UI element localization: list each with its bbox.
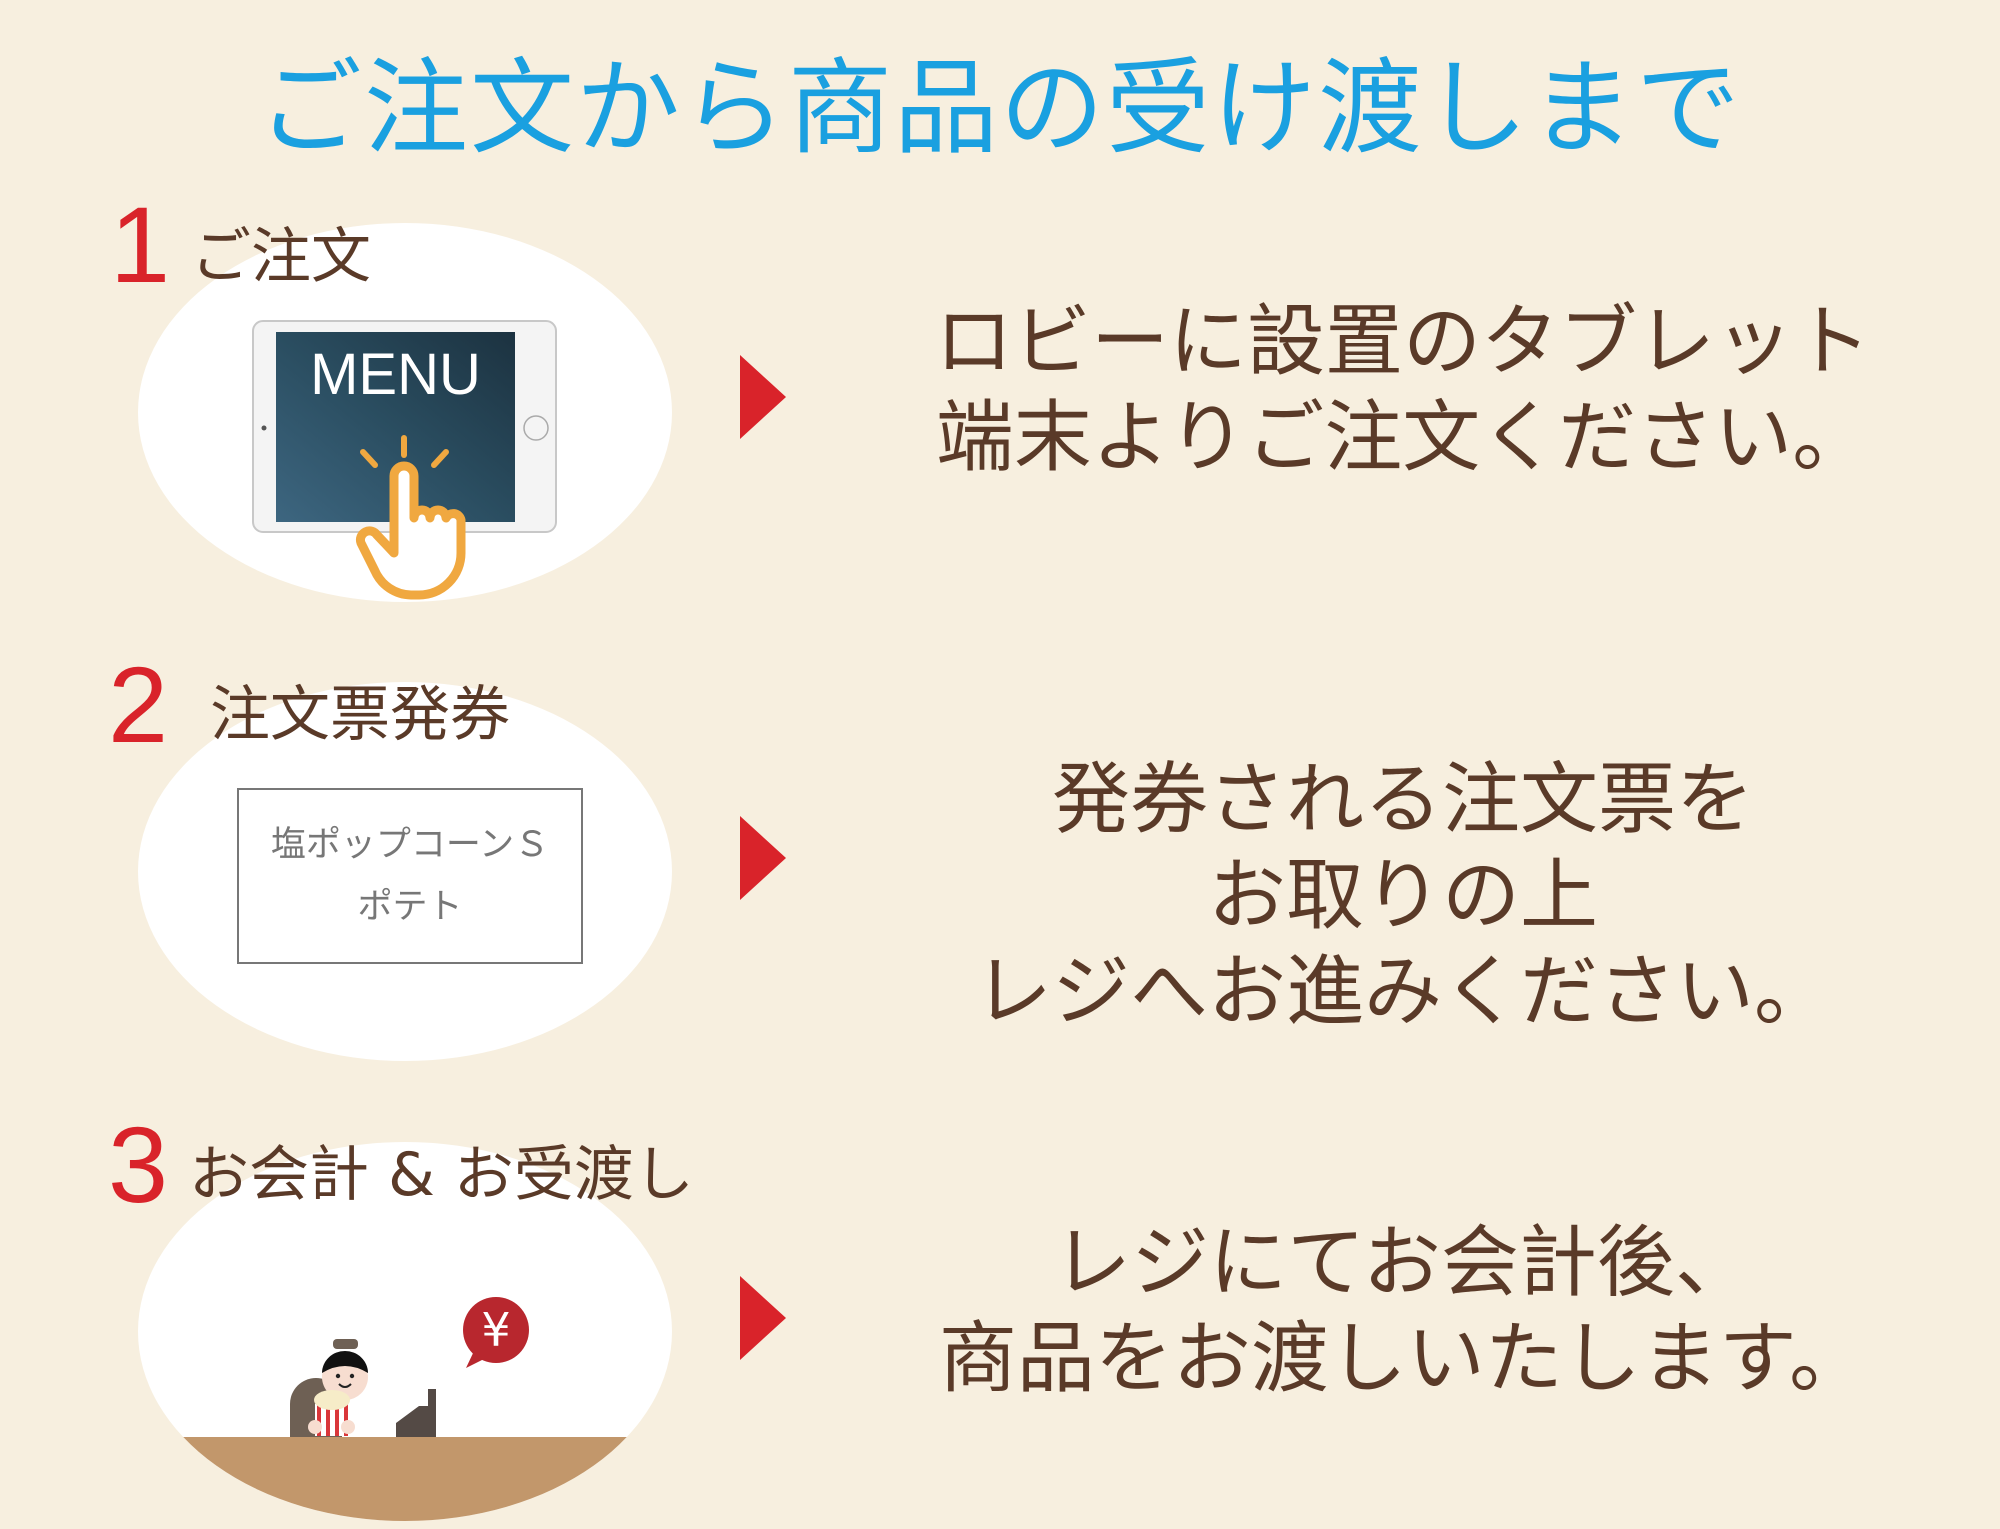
order-ticket: 塩ポップコーンＳ ポテト (237, 788, 583, 964)
cashier-cap (333, 1339, 358, 1349)
desc-line: 発券される注文票を (1051, 755, 1754, 845)
yen-bubble (463, 1297, 529, 1363)
cash-register-icon (396, 1389, 436, 1437)
ticket-line: ポテト (357, 887, 463, 927)
step1-illustration: MENU (138, 223, 672, 602)
pointing-hand-icon (355, 461, 466, 600)
step1-arrow-icon (740, 355, 786, 439)
desc-line: レジへお進みください。 (973, 947, 1832, 1037)
step3-number: 3 (108, 1104, 169, 1225)
step1-description: ロビーに設置のタブレット 端末よりご注文ください。 (853, 294, 1953, 486)
cashier-hair (322, 1351, 368, 1373)
popcorn (314, 1390, 350, 1410)
camera-dot (261, 425, 267, 431)
yen-icon: ¥ (481, 1303, 511, 1357)
home-button (523, 415, 549, 441)
desc-line: ロビーに設置のタブレット (934, 297, 1871, 387)
smile (338, 1383, 352, 1388)
step1-label: ご注文 (191, 222, 371, 292)
step2-description: 発券される注文票を お取りの上 レジへお進みください。 (853, 752, 1953, 1040)
desc-line: レジにてお会計後、 (1053, 1218, 1753, 1308)
desc-line: 商品をお渡しいたします。 (938, 1314, 1868, 1404)
step2-arrow-icon (740, 816, 786, 900)
step2-number: 2 (108, 644, 169, 765)
tap-rays (360, 435, 449, 468)
tablet-illustration (252, 320, 557, 600)
step3-label: お会計 & お受渡し (189, 1140, 694, 1210)
step3-description: レジにてお会計後、 商品をお渡しいたします。 (853, 1215, 1953, 1407)
ticket-line: 塩ポップコーンＳ (270, 825, 550, 865)
desc-line: 端末よりご注文ください。 (935, 393, 1871, 483)
page-title: ご注文から商品の受け渡しまで (257, 47, 1742, 169)
desc-line: お取りの上 (1207, 851, 1598, 941)
counter (138, 1437, 672, 1521)
tablet-menu-text: MENU (310, 342, 481, 407)
step3-arrow-icon (740, 1276, 786, 1360)
step2-label: 注文票発券 (210, 680, 510, 750)
step1-number: 1 (110, 184, 171, 305)
